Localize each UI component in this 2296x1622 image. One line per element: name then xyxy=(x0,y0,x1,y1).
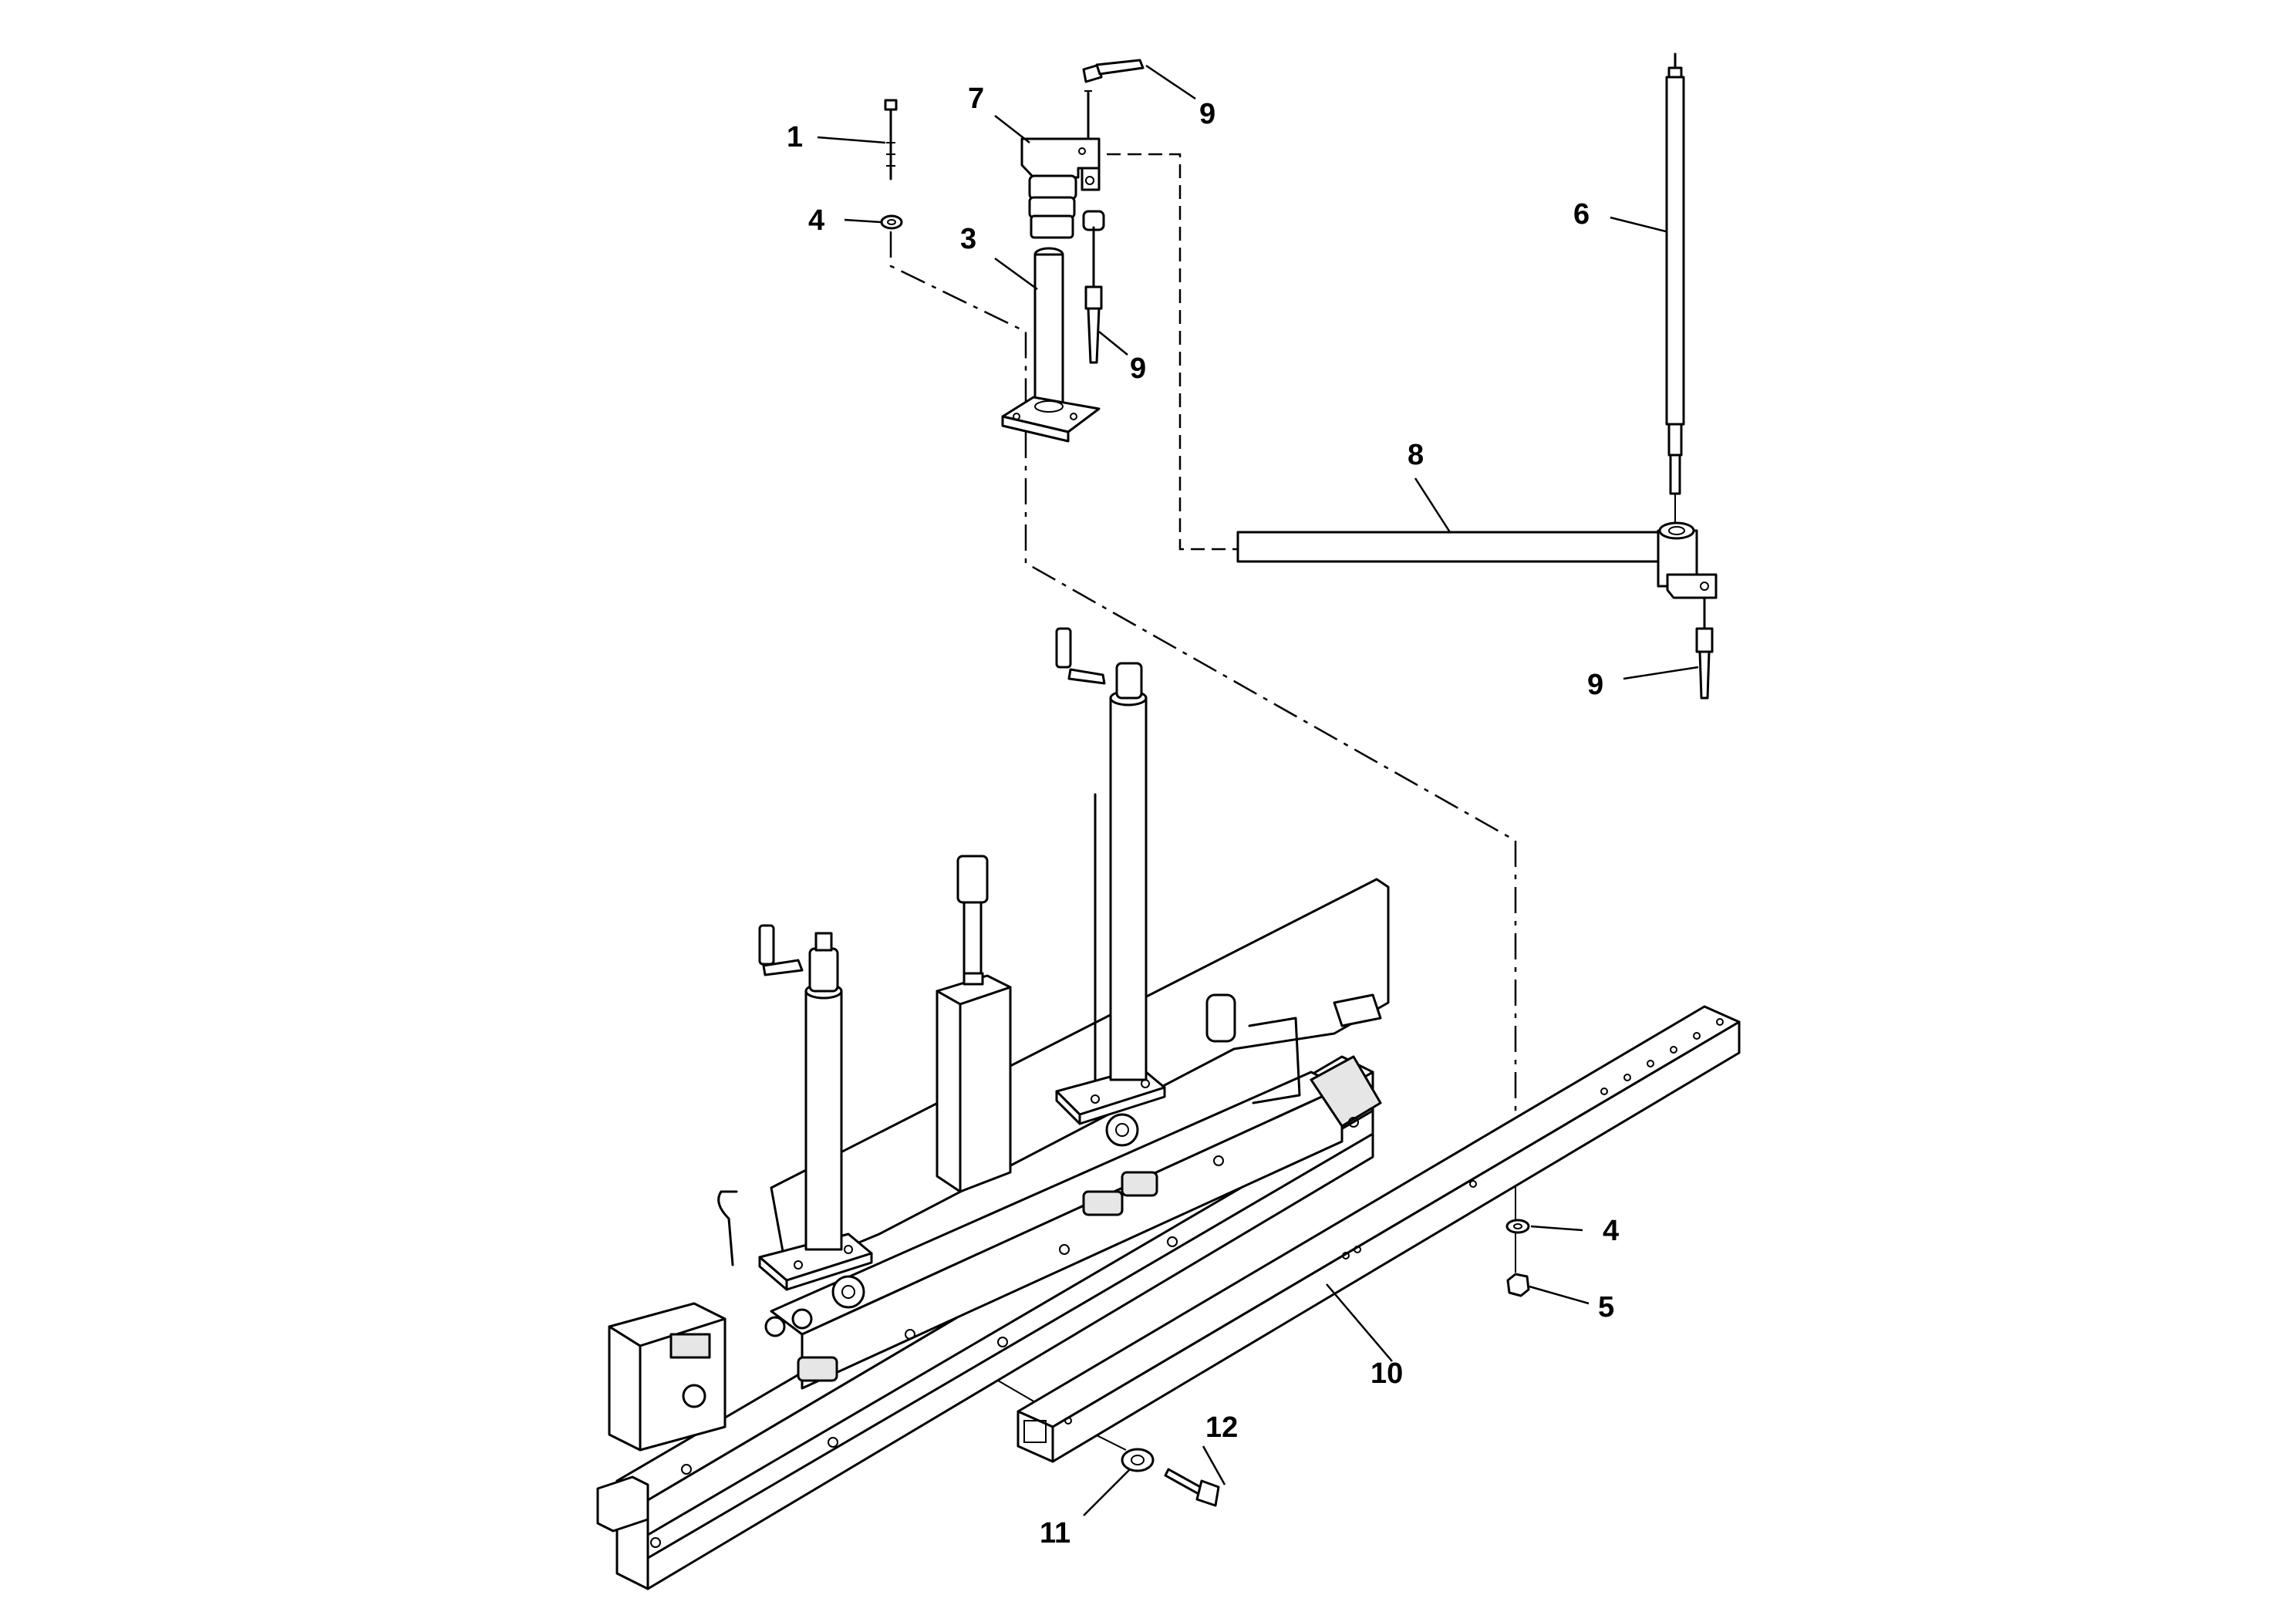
part-1-bolt xyxy=(884,99,898,180)
part-9-handle-right xyxy=(1695,596,1714,700)
callout-4-bottom: 4 xyxy=(1603,1215,1619,1247)
callout-5: 5 xyxy=(1598,1291,1614,1324)
callout-11: 11 xyxy=(1040,1517,1070,1549)
callout-4-top: 4 xyxy=(808,204,824,237)
callout-9-top: 9 xyxy=(1199,98,1215,130)
part-10-square-tube xyxy=(1017,1005,1741,1463)
callout-10: 10 xyxy=(1371,1357,1403,1390)
part-11-washer xyxy=(1121,1448,1155,1472)
part-9-handle-mid xyxy=(1084,226,1103,364)
assembly-line-bolt-to-jack xyxy=(889,231,1027,432)
callout-9-right: 9 xyxy=(1587,669,1603,701)
callout-12: 12 xyxy=(1205,1411,1238,1444)
part-6-rod xyxy=(1665,52,1685,495)
part-4-washer-bottom xyxy=(1505,1219,1530,1234)
callout-7: 7 xyxy=(968,83,984,115)
part-4-washer-top xyxy=(880,214,903,230)
callout-9-mid: 9 xyxy=(1130,352,1146,385)
callout-labels: 1 4 3 7 9 9 6 8 9 4 5 10 11 12 xyxy=(787,83,1619,1549)
callout-6: 6 xyxy=(1573,198,1590,231)
part-5-nut xyxy=(1506,1273,1530,1297)
part-9-crank-top xyxy=(1082,59,1145,140)
part-3-jack-tube xyxy=(1001,247,1101,443)
part-12-bolt xyxy=(1164,1468,1220,1507)
assembly-line-jack-to-arm xyxy=(1107,153,1238,551)
part-7-jack-head xyxy=(1020,137,1105,239)
part-8-arm xyxy=(1236,521,1718,599)
callout-3: 3 xyxy=(960,223,976,255)
assembly-line-jack-to-frame xyxy=(1024,432,1517,1118)
leader-lines xyxy=(817,64,1699,1516)
main-frame-assembly xyxy=(596,627,1390,1590)
callout-8: 8 xyxy=(1408,439,1424,471)
callout-1: 1 xyxy=(787,121,803,153)
